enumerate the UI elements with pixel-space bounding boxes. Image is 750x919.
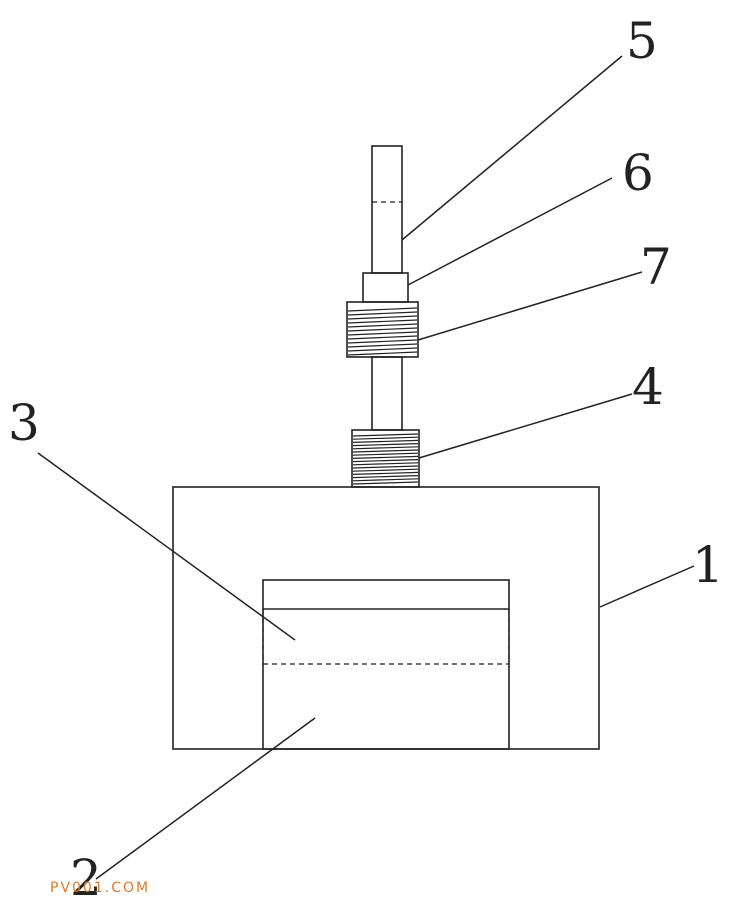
thread-line: [352, 452, 419, 456]
thread-line: [352, 459, 419, 463]
leader-2: [95, 717, 316, 880]
thread-line: [352, 455, 419, 459]
label-4: 4: [632, 358, 664, 416]
housing-block: [172, 486, 600, 750]
thread-line: [352, 449, 419, 453]
thread-line: [347, 307, 418, 312]
thread-line: [352, 465, 419, 469]
thread-line: [347, 315, 418, 320]
thread-line: [352, 468, 419, 472]
watermark: PV001.COM: [50, 880, 151, 896]
thread-line: [352, 471, 419, 475]
rod-upper: [371, 145, 403, 274]
thread-line: [347, 323, 418, 328]
thread-line: [347, 335, 418, 340]
threaded-nut: [346, 301, 419, 358]
thread-line: [347, 343, 418, 348]
label-1: 1: [692, 536, 724, 594]
thread-line: [347, 347, 418, 352]
thread-line: [352, 436, 419, 440]
leader-6: [407, 177, 613, 286]
nut-thread-lines: [347, 307, 418, 356]
label-5: 5: [626, 12, 658, 70]
thread-line: [352, 446, 419, 450]
thread-line: [347, 331, 418, 336]
label-6: 6: [622, 144, 654, 202]
thread-line: [352, 433, 419, 437]
thread-line: [347, 339, 418, 344]
leader-5: [401, 55, 623, 241]
thread-line: [347, 351, 418, 356]
leader-4: [418, 393, 633, 459]
collar-thread-lines: [352, 433, 419, 485]
sleeve: [362, 272, 409, 303]
rod-lower: [371, 356, 403, 431]
thread-line: [347, 311, 418, 316]
label-2: 2: [70, 849, 102, 907]
label-7: 7: [640, 238, 672, 296]
thread-line: [352, 478, 419, 482]
label-3: 3: [8, 394, 40, 452]
thread-line: [352, 439, 419, 443]
leader-1: [599, 565, 695, 608]
leader-3: [37, 452, 296, 641]
thread-line: [347, 327, 418, 332]
thread-line: [352, 443, 419, 447]
thread-line: [352, 481, 419, 485]
thread-line: [352, 475, 419, 479]
thread-line: [352, 462, 419, 466]
leader-7: [417, 271, 643, 341]
thread-line: [347, 319, 418, 324]
